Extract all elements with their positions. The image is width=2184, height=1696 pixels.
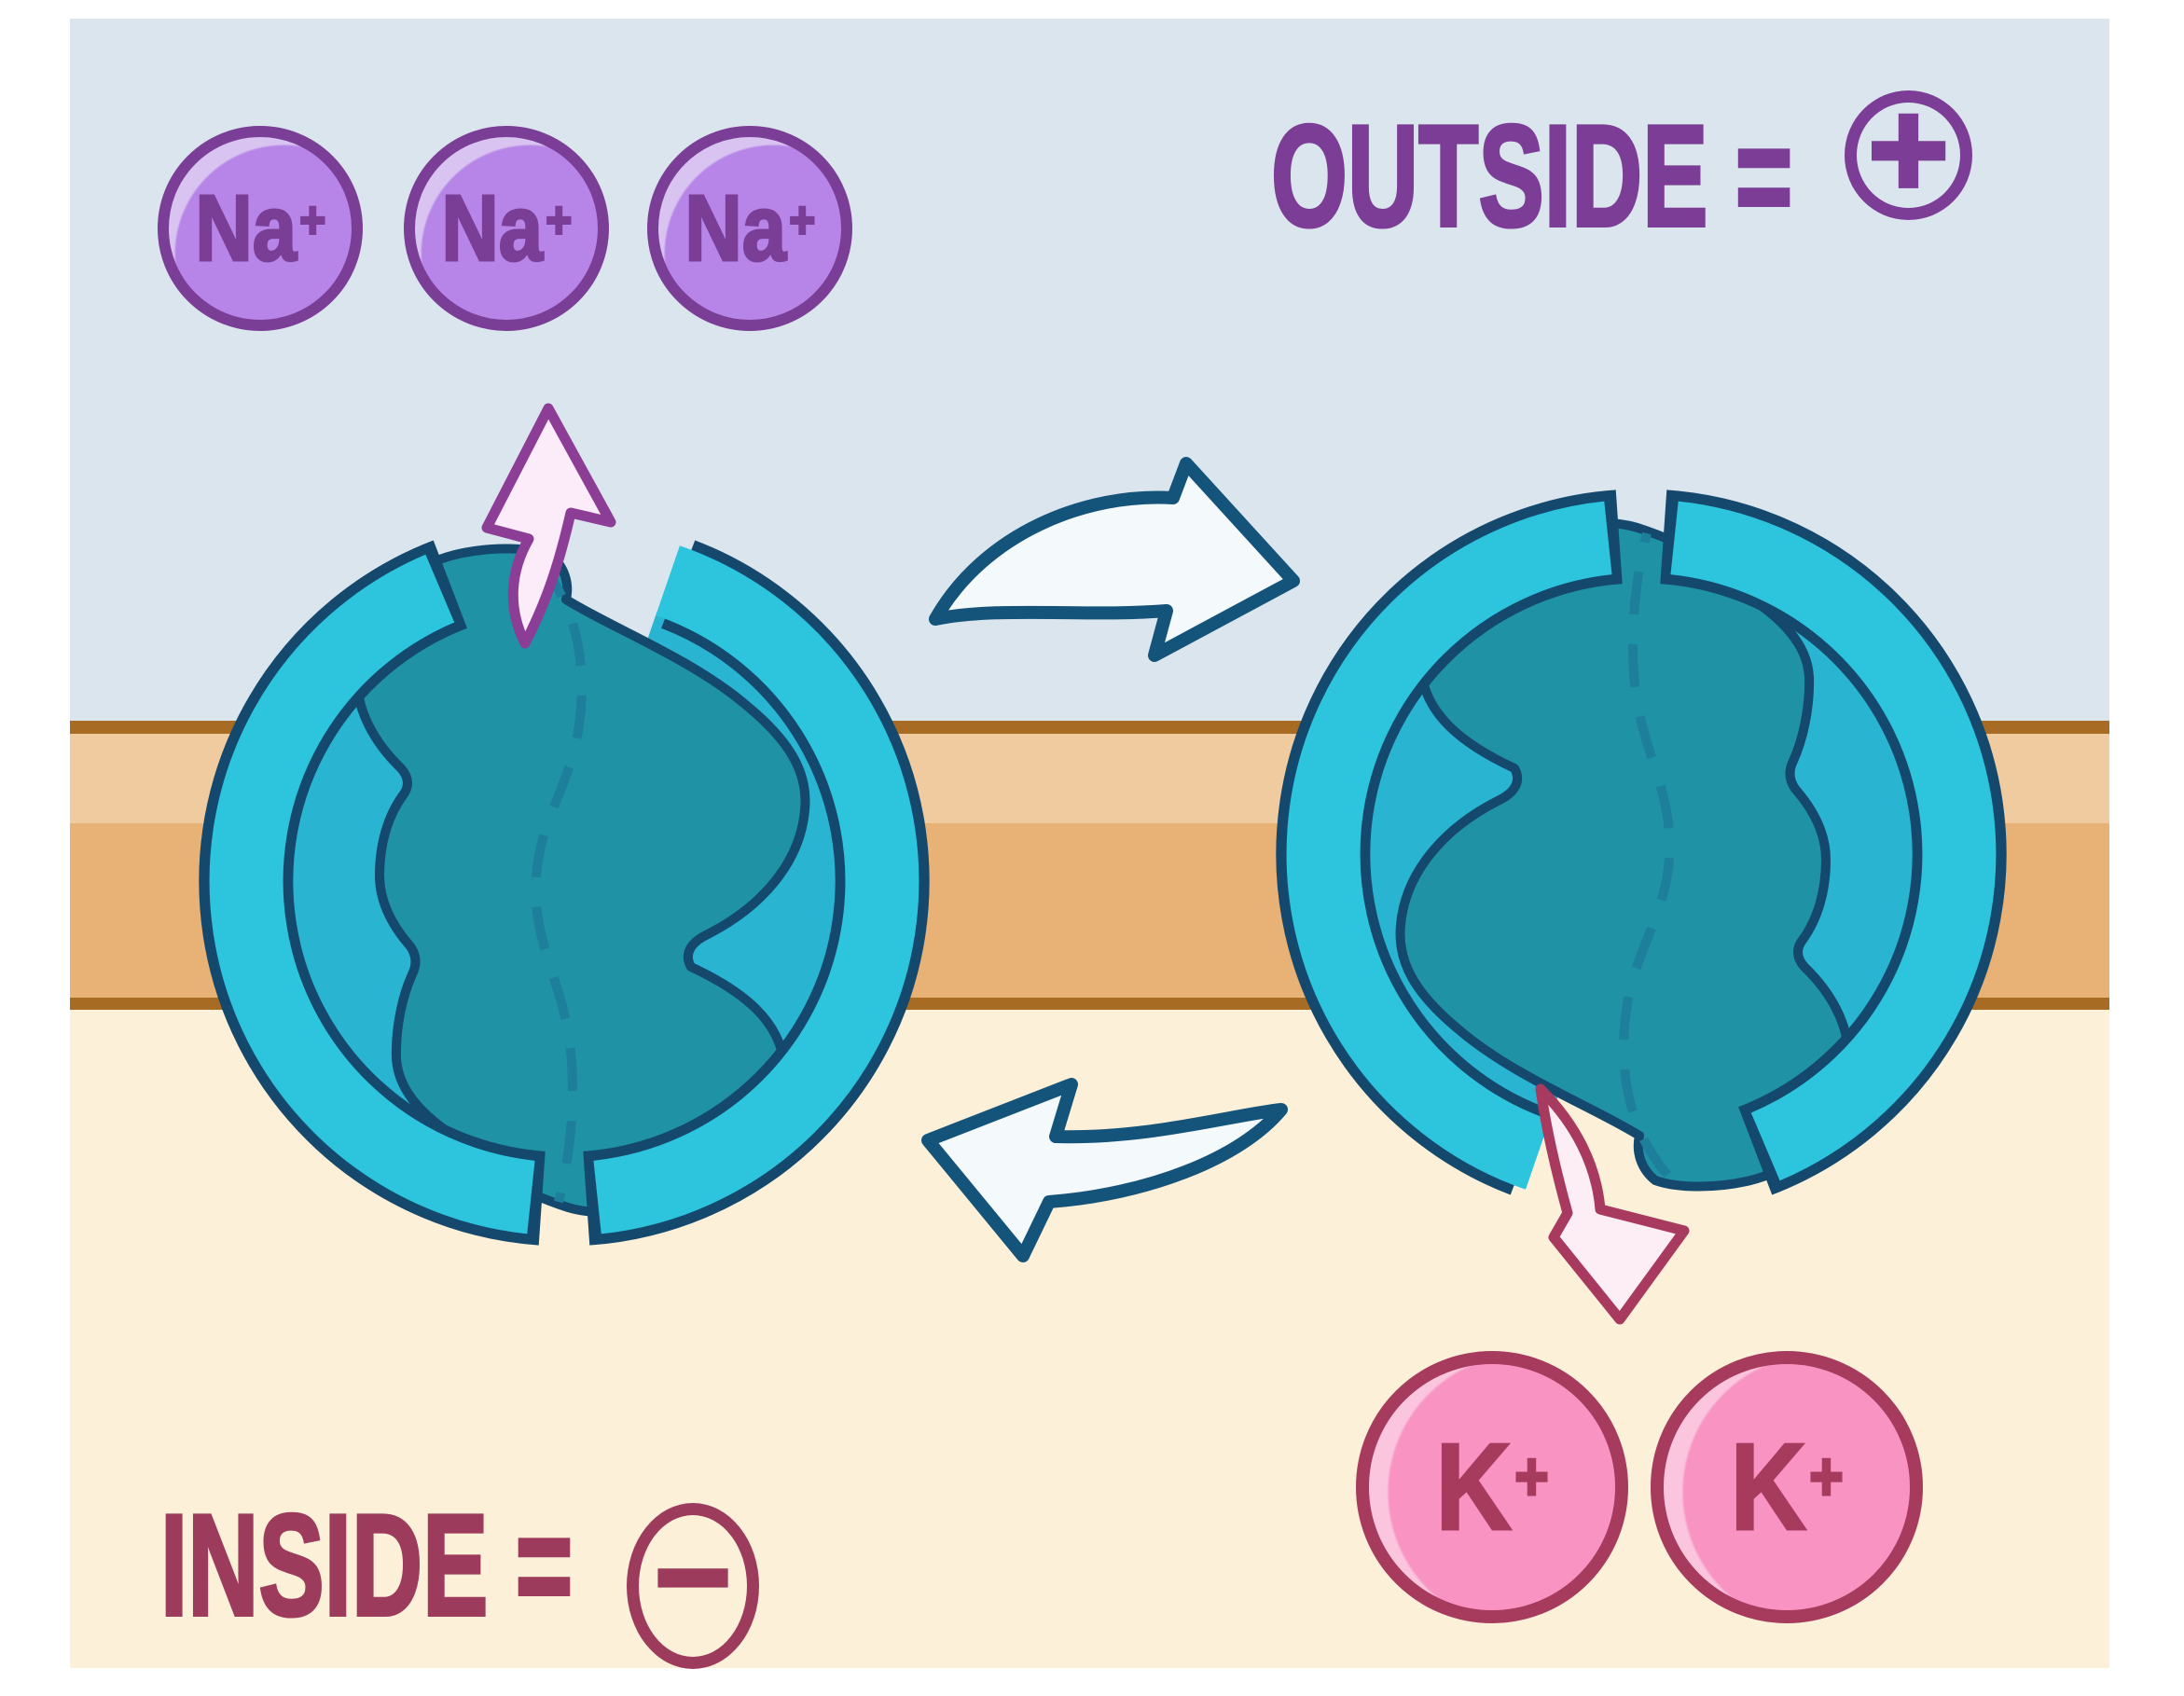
ion-label: K+: [1434, 1418, 1550, 1555]
ion-label: Na+: [194, 176, 326, 281]
ion-label: K+: [1729, 1418, 1845, 1555]
sodium-ion: Na+: [647, 126, 852, 331]
polarity-plus-badge: +: [1845, 78, 1972, 221]
pump-state-sodium-release: [246, 548, 882, 1212]
ion-charge: +: [1514, 1437, 1550, 1515]
sodium-export-arrow-icon: [481, 403, 616, 649]
cycle-arrow-left-icon: [921, 1078, 1288, 1262]
outside-label: OUTSIDE =: [1270, 95, 1794, 256]
cycle-arrow-right-icon: [929, 457, 1300, 662]
ion-label: Na+: [684, 176, 816, 281]
pump-state-potassium-release: [1323, 523, 1959, 1187]
potassium-ion: K+: [1356, 1351, 1628, 1623]
potassium-import-arrow-icon: [1535, 1083, 1690, 1325]
potassium-ion: K+: [1651, 1351, 1923, 1623]
sodium-ion: Na+: [158, 126, 363, 331]
ion-label: Na+: [440, 176, 573, 281]
inside-label: INSIDE =: [159, 1484, 574, 1646]
ion-charge: +: [788, 190, 816, 250]
ion-charge: +: [298, 190, 326, 250]
polarity-minus-badge: −: [627, 1503, 759, 1669]
ion-charge: +: [545, 190, 573, 250]
sodium-ion: Na+: [404, 126, 609, 331]
ion-charge: +: [1808, 1437, 1845, 1515]
